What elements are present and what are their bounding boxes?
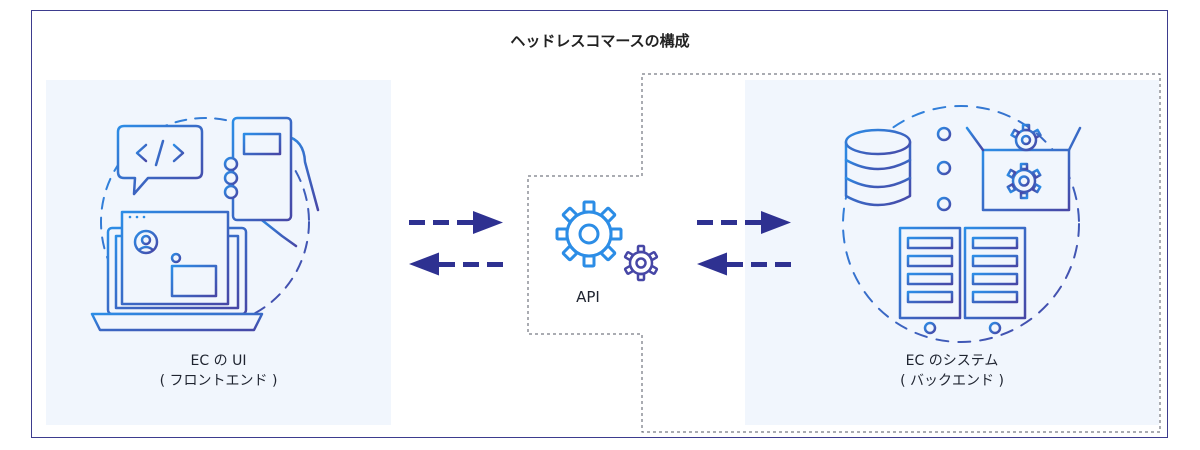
backend-boundary: [527, 73, 1161, 433]
frontend-arrows: [409, 211, 503, 276]
backend-illustration: [842, 105, 1082, 343]
arrow-left-icon: [409, 252, 503, 276]
frontend-label-line2: ( フロントエンド ): [159, 372, 278, 389]
backend-label-line2: ( バックエンド ): [900, 372, 1004, 389]
box-icon: [965, 126, 1082, 212]
code-bubble-icon: [116, 124, 204, 196]
database-icon: [844, 128, 912, 207]
small-gear-icon: [623, 244, 659, 282]
large-gear-icon: [555, 200, 623, 268]
frontend-label-line1: EC の UI: [190, 353, 247, 369]
backend-label-line1: EC のシステム: [905, 353, 999, 369]
connector-lines: [910, 126, 952, 212]
arrow-left-icon: [697, 252, 791, 276]
gear-icon: [1006, 162, 1042, 200]
arrow-right-icon: [697, 211, 791, 234]
backend-label: EC のシステム ( バックエンド ): [745, 352, 1159, 391]
server-rack-icon: [898, 226, 962, 335]
arrow-right-icon: [409, 211, 503, 234]
frontend-label: EC の UI ( フロントエンド ): [46, 352, 391, 391]
api-label: API: [576, 288, 600, 306]
backend-arrows: [697, 211, 791, 276]
browser-window-icon: [120, 210, 230, 306]
phone-icon: [223, 116, 320, 248]
gear-icon: [1010, 123, 1042, 152]
diagram-title: ヘッドレスコマースの構成: [510, 32, 690, 50]
api-gears-icon: [555, 200, 659, 282]
server-rack-icon: [963, 226, 1027, 335]
frontend-illustration: [90, 116, 320, 332]
diagram-frame: [31, 10, 1168, 438]
